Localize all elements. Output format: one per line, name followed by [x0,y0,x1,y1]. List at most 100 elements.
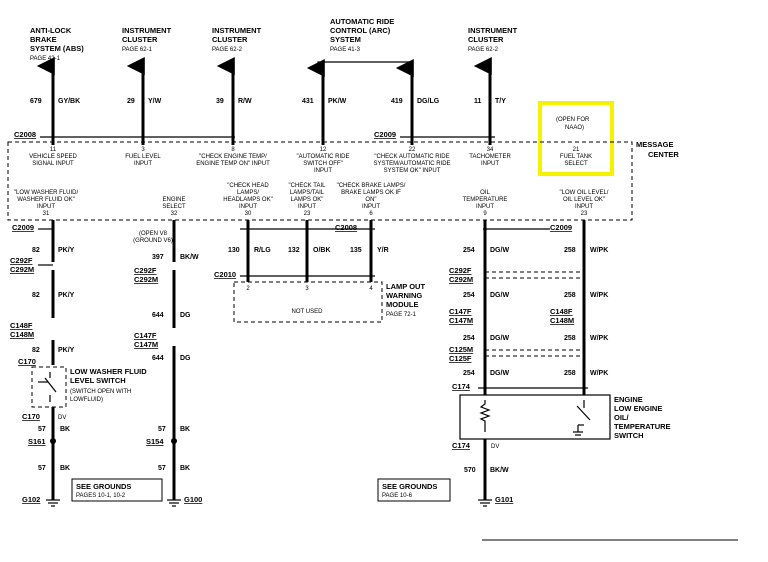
connector-c2009-right: C2009 [550,223,572,232]
svg-text:LAMPS/TAIL: LAMPS/TAIL [290,190,325,196]
svg-text:PAGE 10-6: PAGE 10-6 [382,493,413,499]
svg-text:570: 570 [464,467,476,474]
left-wire-82-b: 82 PK/Y [32,292,75,299]
svg-text:3: 3 [305,286,309,292]
svg-text:TEMPERATURE: TEMPERATURE [614,422,671,431]
svg-text:4: 4 [369,286,373,292]
svg-text:39: 39 [216,98,224,105]
svg-text:TACHOMETER: TACHOMETER [469,154,511,160]
svg-text:"LOW OIL LEVEL/: "LOW OIL LEVEL/ [560,190,609,196]
svg-text:254: 254 [463,370,475,377]
svg-text:OIL LEVEL OK": OIL LEVEL OK" [563,197,605,203]
ground-g102: G102 [22,495,40,504]
pin-11-label: 11 VEHICLE SPEED SIGNAL INPUT [29,147,77,167]
top-wire-11: 11 T/Y [473,57,506,145]
svg-text:644: 644 [152,355,164,362]
svg-text:30: 30 [245,211,252,217]
message-center-module [7,141,633,221]
connector-c174-bottom: C174 [452,441,471,450]
svg-text:DG: DG [180,312,191,319]
svg-text:PAGE 62-2: PAGE 62-2 [468,47,499,53]
svg-text:MODULE: MODULE [386,300,419,309]
label-abs: ANTI-LOCK BRAKE SYSTEM (ABS) PAGE 42-1 [30,26,84,62]
pin-21-label: 21 FUEL TANK SELECT [560,147,592,167]
svg-text:INSTRUMENT: INSTRUMENT [468,26,518,35]
connector-c170-top: C170 [18,357,36,366]
svg-text:SELECT: SELECT [162,204,186,210]
svg-text:Y/R: Y/R [377,247,389,254]
lamp-wire-135-label: 135 Y/R [350,247,389,254]
svg-text:PAGE 62-2: PAGE 62-2 [212,47,243,53]
naao-highlight-box [538,101,614,176]
svg-text:HEADLAMPS OK": HEADLAMPS OK" [223,197,272,203]
pin-23-oil-label: "LOW OIL LEVEL/ OIL LEVEL OK" INPUT 23 [560,190,609,217]
svg-text:SELECT: SELECT [564,161,588,167]
svg-text:BK: BK [180,426,190,433]
engine-wire-57-a: 57 BK [158,426,190,433]
svg-text:OIL: OIL [480,190,490,196]
connector-c125f: C125F [449,354,472,363]
oil-level-wire-258-a: 258 W/PK [564,247,608,254]
svg-text:PAGE 62-1: PAGE 62-1 [122,47,153,53]
svg-text:419: 419 [391,98,403,105]
svg-text:ENGINE: ENGINE [162,197,185,203]
top-wire-29: 29 Y/W [126,57,162,145]
svg-text:DG/LG: DG/LG [417,98,440,105]
ground-g100: G100 [184,495,202,504]
splice-dot-s161 [50,438,56,444]
ground-g101: G101 [495,495,513,504]
connector-c292f-right: C292F [449,266,472,275]
svg-text:"CHECK TAIL: "CHECK TAIL [289,183,327,189]
connector-c148m-left: C148M [10,330,34,339]
svg-text:DG/W: DG/W [490,292,509,299]
splice-s154: S154 [146,437,164,446]
svg-text:SYSTEM/AUTOMATIC RIDE: SYSTEM/AUTOMATIC RIDE [373,161,450,167]
svg-text:CONTROL (ARC): CONTROL (ARC) [330,26,391,35]
svg-text:PK/Y: PK/Y [58,347,75,354]
left-wire-82-c: 82 PK/Y [32,347,75,354]
svg-text:82: 82 [32,347,40,354]
connector-c292f-left: C292F [10,256,33,265]
svg-text:679: 679 [30,98,42,105]
svg-text:W/PK: W/PK [590,370,608,377]
svg-text:11: 11 [474,98,482,105]
svg-text:ANTI-LOCK: ANTI-LOCK [30,26,72,35]
svg-text:BK/W: BK/W [180,254,199,261]
svg-text:INPUT: INPUT [239,204,257,210]
lamp-wire-132-label: 132 O/BK [288,247,331,254]
svg-text:NAAO): NAAO) [565,125,584,131]
svg-text:82: 82 [32,247,40,254]
connector-c148f-left: C148F [10,321,33,330]
svg-text:"AUTOMATIC RIDE: "AUTOMATIC RIDE [297,154,350,160]
svg-text:(GROUND V6): (GROUND V6) [133,238,173,244]
washer-fluid-switch-label: LOW WASHER FLUID LEVEL SWITCH (SWITCH OP… [70,367,147,403]
lamp-module-pins: 2 3 4 NOT USED [246,286,373,315]
resistor-icon [479,400,491,432]
svg-text:258: 258 [564,247,576,254]
svg-text:(SWITCH OPEN WITH: (SWITCH OPEN WITH [70,389,131,395]
svg-text:135: 135 [350,247,362,254]
svg-text:11: 11 [50,147,57,153]
oil-level-wire-258-d: 258 W/PK [564,370,608,377]
svg-text:AUTOMATIC RIDE: AUTOMATIC RIDE [330,17,394,26]
svg-text:397: 397 [152,254,164,261]
pin-32-label: ENGINE SELECT 32 [162,197,186,217]
lamp-module-label: LAMP OUT WARNING MODULE PAGE 72-1 [386,282,425,318]
svg-text:23: 23 [581,211,588,217]
chassis-ground-icon [573,431,583,436]
svg-text:LEVEL SWITCH: LEVEL SWITCH [70,376,126,385]
svg-text:BK: BK [60,465,70,472]
svg-text:3: 3 [141,147,145,153]
oil-level-wire-258-c: 258 W/PK [564,335,608,342]
svg-text:VEHICLE SPEED: VEHICLE SPEED [29,154,77,160]
oil-temp-wire-254-b: 254 DG/W [463,292,509,299]
svg-text:PAGE 41-3: PAGE 41-3 [330,47,361,53]
top-wire-39: 39 R/W [216,57,252,145]
connector-c292m-left: C292M [10,265,34,274]
ground-icon-g100 [167,499,181,507]
dv-right: DV [491,444,499,450]
svg-text:INPUT: INPUT [37,204,55,210]
svg-text:ON": ON" [365,197,376,203]
top-wire-431: 431 PK/W [302,59,347,145]
